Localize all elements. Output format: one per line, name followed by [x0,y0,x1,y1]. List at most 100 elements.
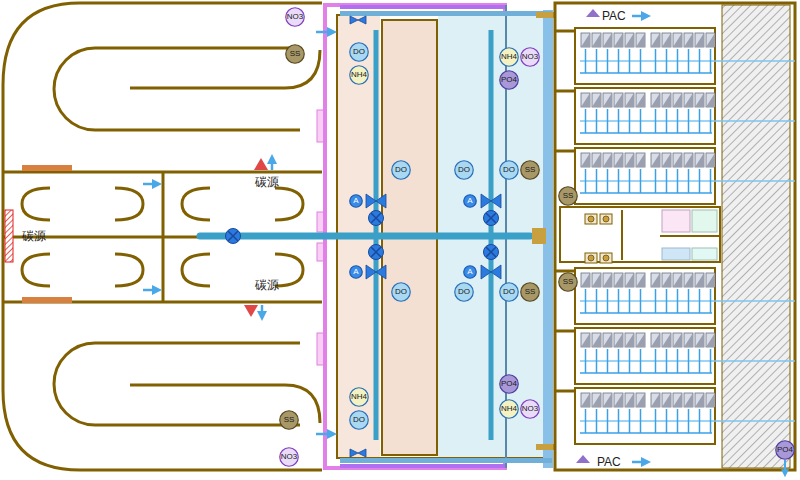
aeration-line [677,349,679,373]
membrane-module [614,393,623,407]
aeration-line [596,409,598,433]
sensor-outline [350,66,369,85]
equipment [692,248,717,260]
connector [536,12,554,18]
membrane-module [706,33,715,47]
membrane-module [592,273,601,287]
sensor-circle: DO [454,282,474,302]
dosing-triangle [576,455,590,463]
aeration-line [699,409,701,433]
membrane-module [581,33,590,47]
sensor-label: DO [458,166,470,174]
text-label: 碳源 [255,175,279,189]
valve-box [603,255,609,261]
connector [536,444,554,450]
membrane-module [684,33,693,47]
sensor-outline [559,187,578,206]
sensor-outline [464,195,477,208]
sensor-circle: SS [558,186,578,206]
sensor-circle: NH4 [499,47,519,67]
valve-box [588,255,594,261]
baffle [22,254,50,286]
membrane-tank [575,328,715,384]
generated-equipment [226,16,796,457]
membrane-module [706,333,715,347]
aeration-line [655,109,657,133]
membrane-module [673,273,682,287]
aeration-line [666,49,668,73]
membrane-module [581,333,590,347]
dosing-triangle [586,9,600,17]
membrane-module [662,333,671,347]
membrane-module [673,333,682,347]
membrane-module [662,153,671,167]
membrane-module [614,153,623,167]
sensor-outline [464,266,477,279]
aeration-line [688,109,690,133]
membrane-module [695,33,704,47]
membrane-module [581,153,590,167]
membrane-module [673,393,682,407]
sensor-circle: DO [499,160,519,180]
aeration-line [640,109,642,133]
aeration-line [580,192,712,194]
sensor-outline [500,71,519,90]
membrane-module [706,333,715,347]
membrane-module [625,273,634,287]
valve-symbol [481,265,501,279]
sensor-circle: A [463,194,477,208]
membrane-module [603,393,612,407]
membrane-module [614,33,623,47]
aeration-line [640,49,642,73]
membrane-module [695,33,704,47]
membrane-module [614,333,623,347]
membrane-module [651,393,660,407]
membrane-module [625,333,634,347]
text-label: 碳源 [22,229,46,243]
membrane-module [636,93,645,107]
channel [340,458,552,463]
aeration-line [607,49,609,73]
membrane-module [706,153,715,167]
membrane-module [651,93,660,107]
aeration-line [688,289,690,313]
membrane-module [625,33,634,47]
sensor-outline [392,161,411,180]
sensor-label: PO4 [501,380,517,388]
blower-symbol [484,211,499,226]
baffle [130,385,320,423]
membrane-tank [575,388,715,444]
sensor-label: DO [395,166,407,174]
blower-symbol [371,247,381,257]
feed-pipe [555,150,575,153]
aeration-line [580,72,712,74]
membrane-module [592,333,601,347]
membrane-module [581,153,590,167]
membrane-module [662,393,671,407]
sensor-outline [500,283,519,302]
sensor-outline [559,273,578,292]
aeration-line [585,169,587,193]
membrane-module [592,153,601,167]
membrane-module [592,93,601,107]
membrane-module [603,93,612,107]
aeration-line [666,349,668,373]
membrane-module [706,93,715,107]
feed-pipe [555,30,575,33]
membrane-module [706,393,715,407]
membrane-module [581,93,590,107]
membrane-module [651,273,660,287]
valve-symbol [481,194,501,208]
membrane-module [636,33,645,47]
membrane-module [581,393,590,407]
aeration-line [699,109,701,133]
aeration-line [596,169,598,193]
aeration-line [585,349,587,373]
sensor-label: DO [395,288,407,296]
aeration-line [699,289,701,313]
aeration-line [666,109,668,133]
membrane-module [651,333,660,347]
feed-pipe [555,330,575,333]
sensor-circle: A [349,265,363,279]
membrane-module [651,33,660,47]
